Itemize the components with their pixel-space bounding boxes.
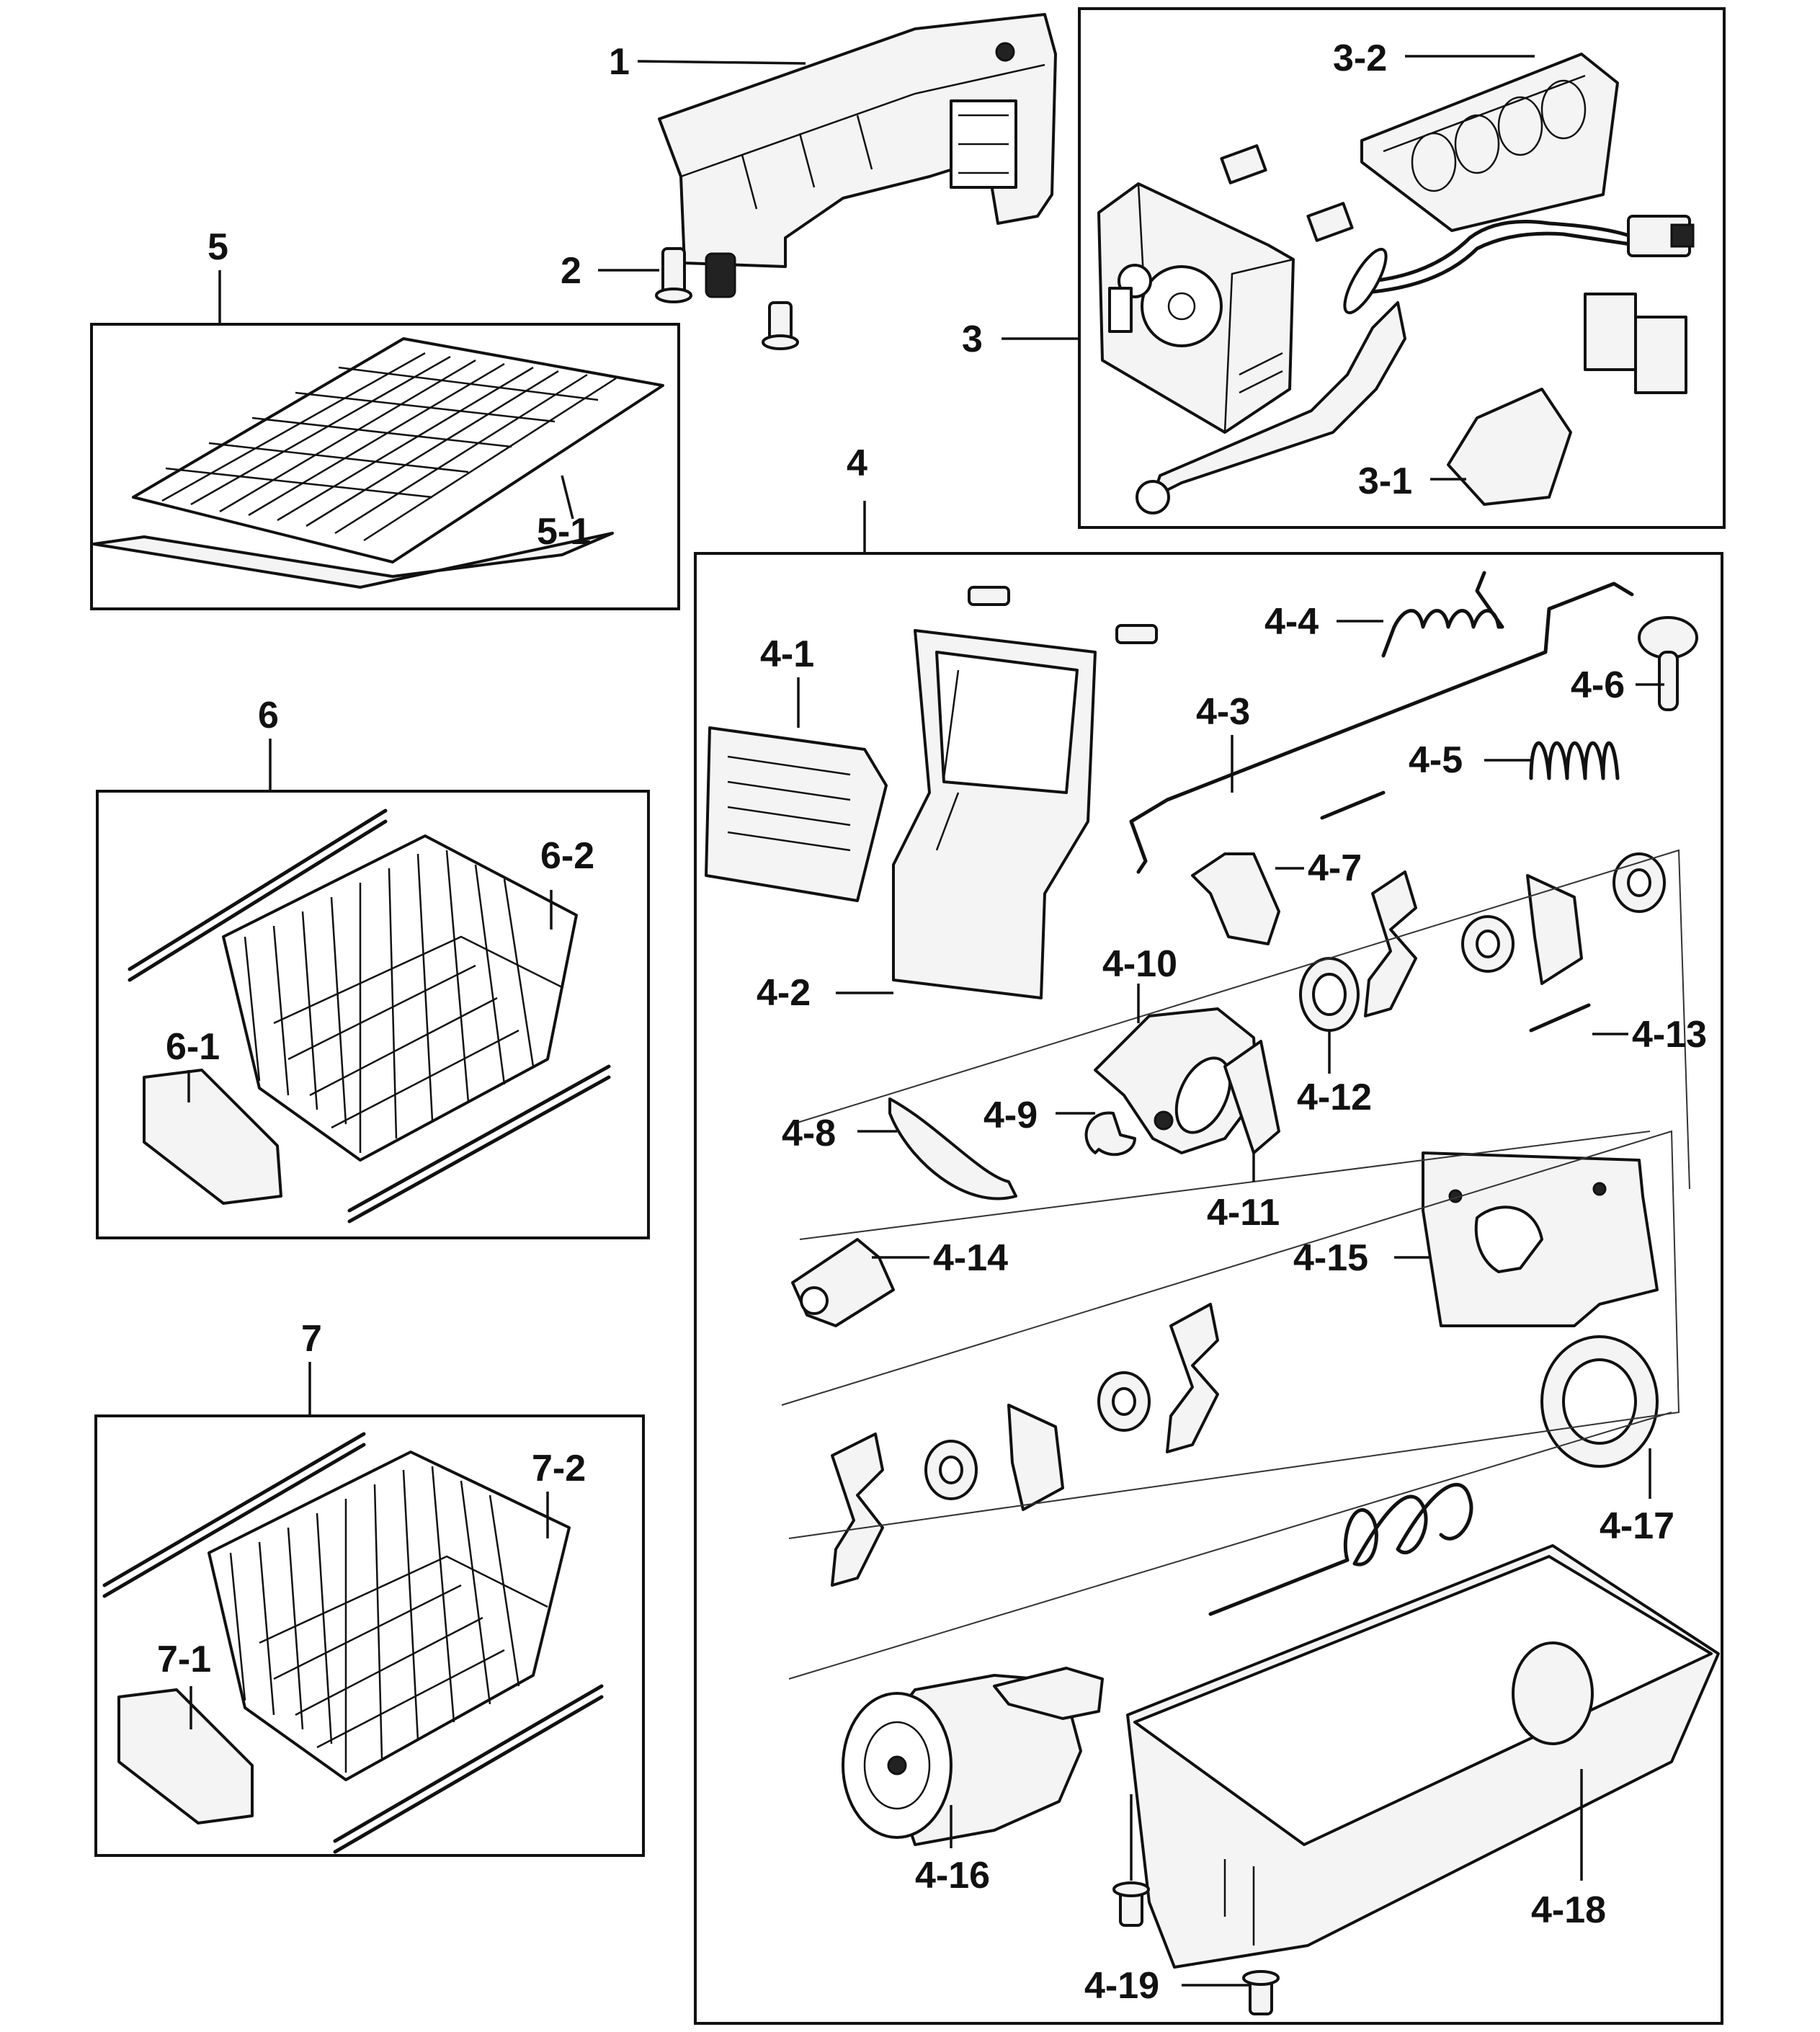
callout-4-11: 4-11 bbox=[1207, 1192, 1280, 1234]
callout-6: 6 bbox=[258, 695, 279, 736]
part-4-18-ice-bucket bbox=[1126, 1544, 1720, 1969]
callout-5-1: 5-1 bbox=[537, 511, 591, 553]
part-4-15-plate bbox=[1422, 1151, 1659, 1327]
callout-4-14: 4-14 bbox=[933, 1237, 1008, 1279]
callout-4-13: 4-13 bbox=[1632, 1014, 1707, 1056]
callout-2: 2 bbox=[561, 250, 581, 292]
part-4-ratchet-set-lower bbox=[831, 1303, 1219, 1587]
callout-7-2: 7-2 bbox=[532, 1448, 586, 1489]
callout-4-2: 4-2 bbox=[757, 972, 811, 1014]
callout-4: 4 bbox=[847, 442, 867, 484]
callout-3-1: 3-1 bbox=[1358, 460, 1412, 502]
leader-lines bbox=[187, 55, 1664, 1987]
part-4-7-lever bbox=[1191, 852, 1280, 945]
part-4-3-rod bbox=[1129, 581, 1634, 874]
part-4-8-arc bbox=[888, 1097, 1017, 1200]
callout-3-2: 3-2 bbox=[1333, 37, 1387, 79]
part-4-12-bushing bbox=[1299, 957, 1360, 1032]
callout-4-9: 4-9 bbox=[983, 1095, 1038, 1136]
part-1-bracket bbox=[658, 13, 1057, 268]
box-6-basket bbox=[96, 790, 650, 1239]
callout-4-8: 4-8 bbox=[782, 1113, 836, 1154]
callout-4-5: 4-5 bbox=[1409, 739, 1463, 781]
box-7-basket bbox=[94, 1414, 645, 1857]
callout-4-6: 4-6 bbox=[1571, 664, 1625, 706]
part-4-dowel bbox=[1320, 790, 1386, 820]
callout-4-3: 4-3 bbox=[1196, 691, 1250, 733]
box-5-shelf bbox=[90, 323, 680, 610]
part-4-6-pin bbox=[1638, 616, 1698, 711]
part-2-screws bbox=[655, 247, 799, 350]
part-3-feeler-arm bbox=[1136, 247, 1406, 514]
callout-7-1: 7-1 bbox=[157, 1639, 211, 1680]
callout-6-2: 6-2 bbox=[540, 835, 594, 877]
part-4-17-bearing bbox=[1540, 1335, 1659, 1468]
part-4-auger-spring bbox=[1208, 1483, 1473, 1616]
part-4-9-clip bbox=[1084, 1111, 1136, 1157]
callout-4-19: 4-19 bbox=[1084, 1965, 1159, 2007]
part-5-wire-shelf bbox=[92, 337, 664, 589]
part-4-2-chute bbox=[892, 629, 1097, 999]
callout-4-18: 4-18 bbox=[1531, 1889, 1606, 1931]
part-4-5-spring bbox=[1529, 741, 1620, 780]
part-4-16-motor-coupler bbox=[842, 1667, 1104, 1846]
callout-4-16: 4-16 bbox=[915, 1855, 990, 1897]
part-4-11-bracket bbox=[1223, 1040, 1280, 1154]
part-7-basket bbox=[102, 1432, 604, 1854]
callout-1: 1 bbox=[609, 41, 630, 83]
callout-3: 3 bbox=[962, 318, 983, 360]
part-4-screws-top bbox=[968, 586, 1158, 644]
part-4-19-screws bbox=[1112, 1881, 1280, 2015]
part-4-14-clip bbox=[791, 1238, 895, 1327]
box-3-icemaker bbox=[1078, 7, 1726, 529]
part-4-4-spring bbox=[1381, 571, 1504, 658]
part-6-basket bbox=[128, 808, 611, 1224]
part-4-13-pin bbox=[1529, 1003, 1591, 1033]
callout-4-12: 4-12 bbox=[1297, 1077, 1372, 1118]
callout-4-1: 4-1 bbox=[760, 633, 814, 675]
guide-lines bbox=[781, 849, 1690, 1680]
part-4-1-cover bbox=[705, 726, 888, 902]
part-3-2-ice-tray bbox=[1360, 53, 1619, 232]
callout-4-4: 4-4 bbox=[1264, 601, 1319, 643]
callout-7: 7 bbox=[301, 1318, 322, 1360]
callout-4-15: 4-15 bbox=[1293, 1237, 1368, 1279]
part-3-wire-harness bbox=[1370, 215, 1695, 294]
part-4-10-cam bbox=[1094, 1007, 1259, 1154]
callout-4-7: 4-7 bbox=[1308, 847, 1362, 889]
part-3-icemaker-motor bbox=[1097, 144, 1354, 434]
part-4-ratchet-set-upper bbox=[1364, 852, 1666, 1017]
part-3-1-switch bbox=[1447, 293, 1687, 506]
box-4-dispenser-assembly bbox=[694, 552, 1723, 2025]
callout-5: 5 bbox=[208, 226, 228, 268]
callout-6-1: 6-1 bbox=[166, 1026, 220, 1068]
callout-4-10: 4-10 bbox=[1102, 943, 1177, 985]
callout-4-17: 4-17 bbox=[1600, 1505, 1674, 1547]
